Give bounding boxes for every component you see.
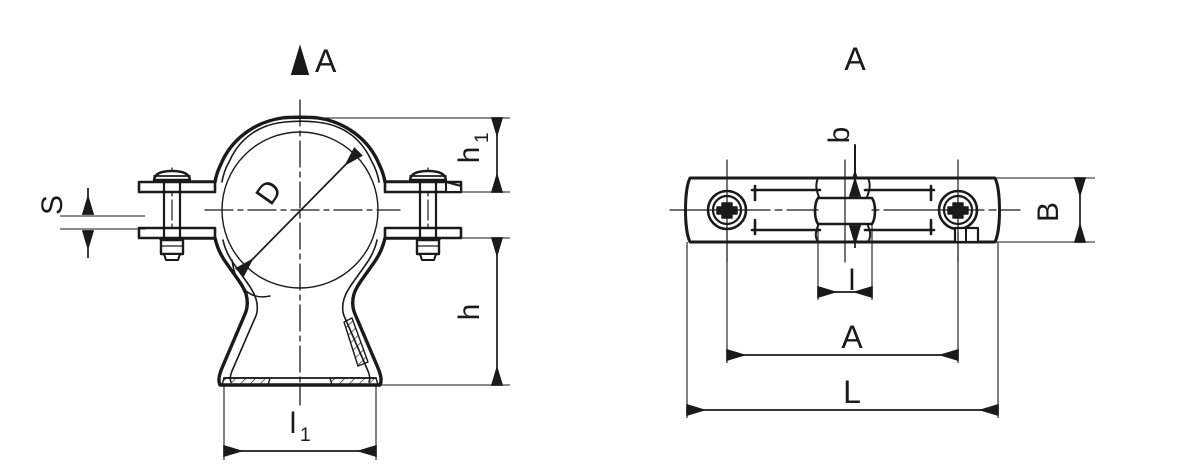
- nut-left: [159, 238, 185, 256]
- label-view-a-top: A: [844, 41, 866, 77]
- strap-inner-edges: [750, 184, 936, 236]
- pipe-circle: [221, 131, 379, 289]
- insert-break-line: [231, 259, 271, 298]
- label-l-overall: L: [843, 374, 861, 410]
- top-view-dimension-arrows: [686, 176, 1087, 417]
- front-view-dimension-arrows: [81, 117, 504, 458]
- label-s: S: [36, 195, 69, 215]
- svg-text:b: b: [823, 127, 856, 144]
- clamp-outer-top-contour: [158, 115, 442, 184]
- base-hatch-left: [221, 377, 271, 386]
- clamp-inner-top-wall: [221, 120, 380, 183]
- flange-lower-right: [383, 226, 463, 240]
- label-a-spacing: A: [841, 319, 863, 355]
- svg-text:1: 1: [472, 132, 493, 143]
- base-hatch-leg-right: [343, 317, 369, 367]
- svg-text:S: S: [36, 195, 69, 215]
- label-section-a-front: A: [315, 43, 337, 79]
- base-hatch-right: [329, 377, 379, 386]
- clamp-inner-right-wall: [341, 239, 378, 383]
- front-view: [137, 44, 463, 406]
- label-l-slot: l: [849, 264, 856, 297]
- label-h1: h 1: [453, 132, 493, 163]
- label-b-slot: b: [823, 127, 856, 144]
- bolt-assembly-right: [383, 167, 463, 263]
- top-view: [669, 144, 1021, 263]
- dimension-diameter: [235, 147, 363, 277]
- svg-text:h: h: [453, 147, 486, 164]
- nut-end-left: [163, 253, 181, 261]
- flange-upper-left: [137, 180, 217, 194]
- nut-end-right: [419, 253, 437, 261]
- flange-lower-left: [137, 226, 217, 240]
- label-l1: l 1: [290, 407, 311, 446]
- nut-right: [415, 238, 441, 256]
- svg-text:1: 1: [300, 425, 311, 446]
- svg-text:h: h: [453, 304, 486, 321]
- clamp-outer-bottom-contour: [158, 236, 442, 387]
- label-b-width: B: [1032, 202, 1065, 222]
- svg-text:B: B: [1032, 202, 1065, 222]
- label-h: h: [453, 304, 486, 321]
- svg-text:l: l: [290, 407, 297, 440]
- bolt-assembly-left: [137, 167, 217, 263]
